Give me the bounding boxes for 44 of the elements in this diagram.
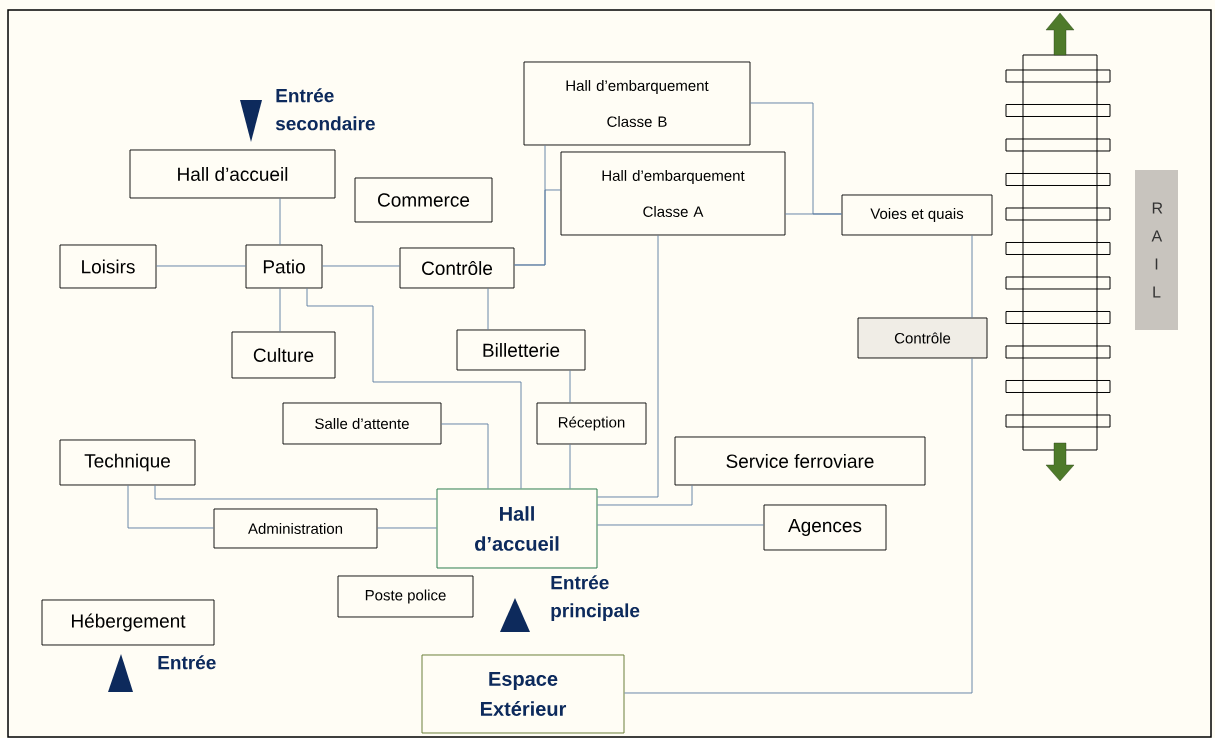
room-box: Hébergement <box>41 599 215 646</box>
connector-line <box>156 265 246 267</box>
connector-line <box>441 423 489 489</box>
room-box: Poste police <box>337 575 474 618</box>
connector-line <box>487 288 489 330</box>
room-box: Espace Extérieur <box>421 654 625 734</box>
room-box: Administration <box>213 508 378 549</box>
entrance-label: Entrée secondaire <box>275 88 375 131</box>
room-box: Hall d’embarquement Classe A <box>560 151 786 236</box>
connector-line <box>971 235 973 318</box>
room-box: Salle d’attente <box>282 402 442 445</box>
connector-line <box>597 485 693 506</box>
connector-line <box>624 358 973 694</box>
room-box: Technique <box>59 439 196 486</box>
entrance-label: Entrée <box>158 655 216 670</box>
connector-line <box>569 444 571 489</box>
connector-line <box>569 370 571 403</box>
connector-line <box>322 265 400 267</box>
rail-label-box: R A I L <box>1135 170 1178 330</box>
connector-line <box>750 102 842 215</box>
room-box: Hall d’accueil <box>129 149 336 199</box>
room-box: Contrôle <box>399 247 515 289</box>
connector-line <box>127 485 214 529</box>
connector-line <box>597 235 659 498</box>
room-box: Voies et quais <box>841 194 993 236</box>
room-box: Hall d’embarquement Classe B <box>523 61 751 146</box>
connector-line <box>154 485 437 500</box>
room-box: Culture <box>231 331 336 379</box>
connector-line <box>306 288 522 489</box>
room-box: Billetterie <box>456 329 586 371</box>
connector-line <box>279 198 281 245</box>
room-box: Patio <box>245 244 323 289</box>
connector-line <box>597 524 764 526</box>
room-box: Commerce <box>354 177 493 223</box>
room-box: Loisirs <box>59 244 157 289</box>
room-box: Agences <box>763 504 887 551</box>
entrance-label: Entrée principale <box>551 575 640 622</box>
room-box: Contrôle <box>857 317 988 359</box>
room-box: Hall d’accueil <box>436 488 598 569</box>
connector-line <box>279 288 281 332</box>
connector-line <box>377 527 437 529</box>
room-box: Service ferroviare <box>674 436 926 486</box>
room-box: Réception <box>536 402 647 445</box>
connector-line <box>514 189 561 266</box>
